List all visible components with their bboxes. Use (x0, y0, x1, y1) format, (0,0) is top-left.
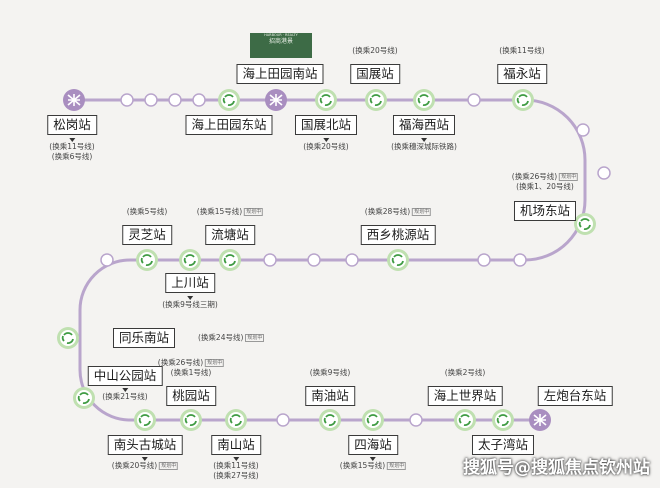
interchange-icon[interactable] (180, 409, 202, 431)
station-label-zuopaotai-dong[interactable]: 左炮台东站 (537, 386, 613, 406)
transfer-note-lingzhi: (换乘5号线) (126, 207, 168, 216)
station-dot[interactable] (263, 253, 277, 267)
station-label-guozhan[interactable]: 国展站 (350, 64, 400, 84)
station-label-haishang-tianyuan-dong[interactable]: 海上田园东站 (185, 115, 273, 135)
station-label-shangchuan[interactable]: 上川站 (165, 273, 215, 293)
transfer-note-songgang: (换乘11号线)(换乘6号线) (49, 137, 95, 162)
station-label-taiziwan[interactable]: 太子湾站 (471, 435, 535, 455)
station-label-nanyou[interactable]: 南油站 (305, 386, 355, 406)
interchange-icon[interactable] (73, 387, 95, 409)
transfer-note-sihai: (换乘15号线)规划中 (340, 456, 407, 471)
station-label-taoyuan[interactable]: 桃园站 (166, 386, 216, 406)
transfer-note-tongle-nan: (换乘24号线)规划中 (198, 333, 265, 342)
interchange-icon[interactable] (219, 249, 241, 271)
transfer-note-guozhanbei: (换乘20号线) (303, 137, 349, 152)
transfer-note-shangchuan: (换乘9号线三期) (162, 295, 218, 310)
transfer-note-haishang-shijie: (换乘2号线) (444, 368, 486, 377)
station-label-liutang[interactable]: 流塘站 (205, 225, 255, 245)
interchange-icon[interactable] (574, 213, 596, 235)
interchange-icon[interactable] (362, 409, 384, 431)
transfer-note-nanshan: (换乘11号线)(换乘27号线) (213, 456, 259, 481)
interchange-icon[interactable] (512, 89, 534, 111)
station-label-sihai[interactable]: 四海站 (348, 435, 398, 455)
station-label-nantou-gucheng[interactable]: 南头古城站 (107, 435, 183, 455)
station-label-zhongshan-gongyuan[interactable]: 中山公园站 (87, 366, 163, 386)
interchange-icon[interactable] (225, 409, 247, 431)
interchange-icon[interactable] (134, 409, 156, 431)
metro-logo-icon[interactable] (63, 89, 85, 111)
transfer-note-xixiang-taoyuan: (换乘28号线)规划中 (364, 207, 432, 216)
interchange-icon[interactable] (319, 409, 341, 431)
transfer-note-nanyou: (换乘9号线) (309, 368, 351, 377)
transfer-note-liutang: (换乘15号线)规划中 (196, 207, 264, 216)
station-label-fuyong[interactable]: 福永站 (497, 64, 547, 84)
developer-logo: HARBOUR · REALTY 招商港景 (250, 33, 312, 58)
transfer-note-jichangdong: (换乘26号线)规划中(换乘1、20号线) (511, 172, 579, 191)
station-dot[interactable] (477, 253, 491, 267)
station-label-lingzhi[interactable]: 灵芝站 (122, 225, 172, 245)
station-dot[interactable] (597, 166, 611, 180)
transfer-note-zhongshan-gongyuan: (换乘21号线) (102, 387, 148, 402)
metro-logo-icon[interactable] (529, 409, 551, 431)
station-label-xixiang-taoyuan[interactable]: 西乡桃源站 (360, 225, 436, 245)
station-dot[interactable] (144, 93, 158, 107)
metro-logo-icon[interactable] (265, 89, 287, 111)
transfer-note-guozhan: (换乘20号线) (352, 46, 398, 55)
interchange-icon[interactable] (413, 89, 435, 111)
station-dot[interactable] (467, 93, 481, 107)
interchange-icon[interactable] (387, 249, 409, 271)
station-dot[interactable] (276, 413, 290, 427)
watermark: 搜狐号@搜狐焦点钦州站 (463, 458, 650, 478)
station-label-jichangdong[interactable]: 机场东站 (513, 201, 577, 221)
station-dot[interactable] (409, 413, 423, 427)
interchange-icon[interactable] (57, 327, 79, 349)
station-dot[interactable] (120, 93, 134, 107)
station-label-tongle-nan[interactable]: 同乐南站 (113, 328, 176, 348)
interchange-icon[interactable] (492, 409, 514, 431)
station-label-nanshan[interactable]: 南山站 (211, 435, 261, 455)
interchange-icon[interactable] (365, 89, 387, 111)
interchange-icon[interactable] (454, 409, 476, 431)
station-label-haishang-tianyuan-nan[interactable]: 海上田园南站 (236, 64, 324, 84)
transfer-note-fuhaixi: (换乘穗深城际铁路) (391, 137, 457, 152)
transfer-note-taoyuan: (换乘26号线)规划中(换乘1号线) (157, 358, 225, 377)
transfer-note-fuyong: (换乘11号线) (499, 46, 545, 55)
interchange-icon[interactable] (315, 89, 337, 111)
station-dot[interactable] (100, 253, 114, 267)
station-dot[interactable] (576, 123, 590, 137)
station-label-fuhaixi[interactable]: 福海西站 (392, 115, 456, 135)
station-dot[interactable] (307, 253, 321, 267)
station-label-haishang-shijie[interactable]: 海上世界站 (427, 386, 503, 406)
station-dot[interactable] (192, 93, 206, 107)
station-dot[interactable] (168, 93, 182, 107)
interchange-icon[interactable] (179, 249, 201, 271)
station-dot[interactable] (513, 253, 527, 267)
transfer-note-nantou-gucheng: (换乘20号线)规划中 (112, 456, 179, 471)
station-label-songgang[interactable]: 松岗站 (47, 115, 97, 135)
interchange-icon[interactable] (136, 249, 158, 271)
interchange-icon[interactable] (218, 89, 240, 111)
station-dot[interactable] (345, 253, 359, 267)
station-label-guozhanbei[interactable]: 国展北站 (294, 115, 358, 135)
